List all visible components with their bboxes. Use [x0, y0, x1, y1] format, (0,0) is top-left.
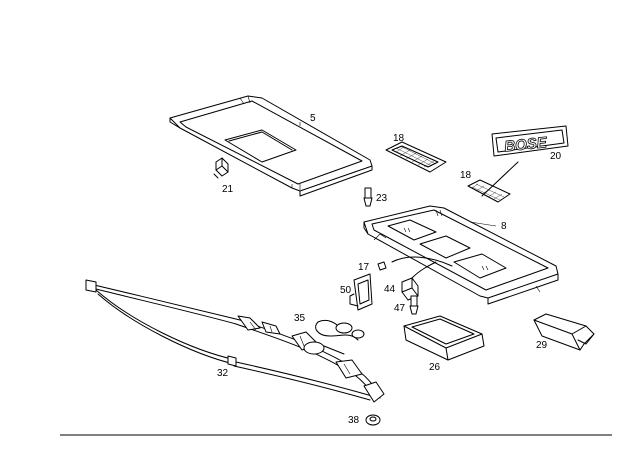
label-part-20: 20 [550, 151, 562, 162]
rear-shelf-panel-8 [363, 205, 559, 305]
connector-44 [401, 261, 437, 301]
part-labels: 5 18 20 21 18 23 8 17 44 50 47 35 26 29 … [217, 113, 562, 426]
cover-29 [533, 313, 595, 351]
clip-21 [213, 157, 229, 179]
label-part-23: 23 [376, 193, 388, 204]
label-part-38: 38 [348, 415, 360, 426]
label-part-26: 26 [429, 362, 441, 373]
speaker-grille-18-upper [385, 141, 447, 173]
label-part-8: 8 [501, 221, 507, 232]
label-part-47: 47 [394, 303, 406, 314]
label-part-29: 29 [536, 340, 548, 351]
emblem-text: BOSE [504, 134, 549, 155]
rear-shelf-panel-5 [169, 95, 373, 197]
label-part-18-lower: 18 [460, 170, 472, 181]
label-part-44: 44 [384, 284, 396, 295]
pin-47 [409, 295, 419, 315]
storage-tray-26 [403, 315, 485, 361]
label-part-17: 17 [358, 262, 370, 273]
cable-assembly-32 [85, 279, 385, 403]
leader-lines [299, 122, 497, 227]
label-part-35: 35 [294, 313, 306, 324]
wiring-harness-35 [303, 319, 365, 355]
emblem-20: BOSE [491, 125, 569, 157]
pin-23 [363, 187, 373, 207]
label-part-5: 5 [310, 113, 316, 124]
bracket-50 [349, 273, 373, 311]
label-part-50: 50 [340, 285, 352, 296]
bracket-17 [377, 256, 453, 271]
speaker-grille-18-lower [467, 161, 519, 203]
nut-38 [365, 414, 381, 426]
label-part-32: 32 [217, 368, 229, 379]
label-part-21: 21 [222, 184, 234, 195]
label-part-18-upper: 18 [393, 133, 405, 144]
